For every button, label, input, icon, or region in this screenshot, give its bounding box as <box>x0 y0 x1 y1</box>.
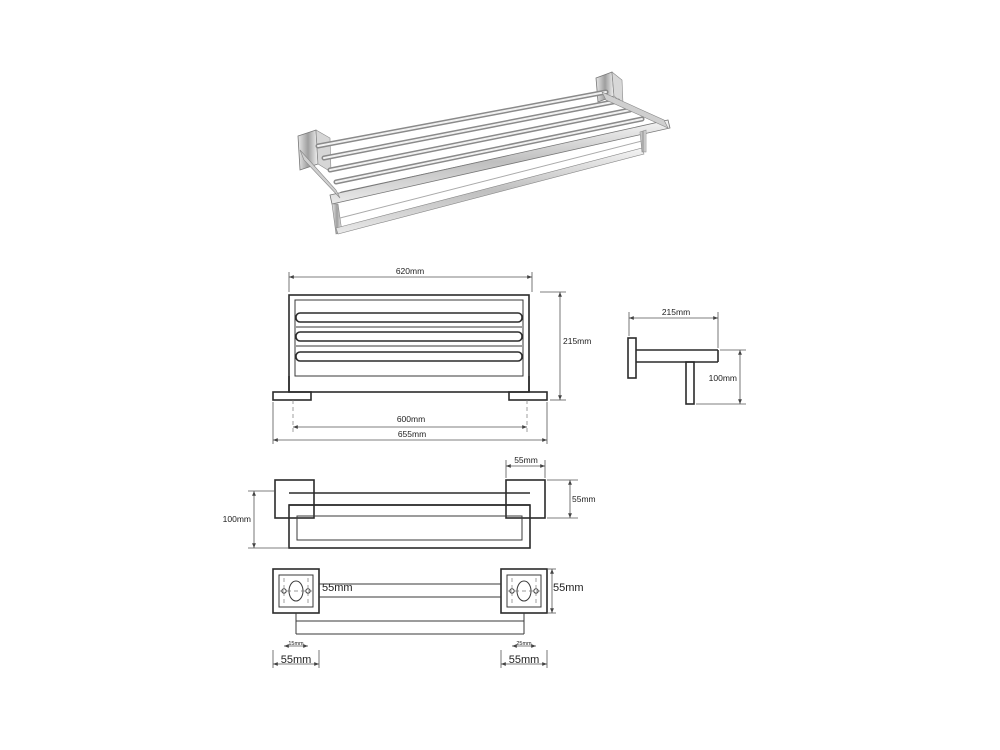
mounting-view: 55mm 55mm 15mm 25mm 55mm 55mm <box>272 568 584 668</box>
dim-bar-span: 600mm <box>397 414 425 424</box>
dim-side-drop: 100mm <box>709 373 737 383</box>
dim-top-overall-depth: 100mm <box>223 514 251 524</box>
dim-hole-right: 25mm <box>516 641 532 647</box>
dim-side-depth: 215mm <box>662 307 690 317</box>
dim-plate-left-height: 55mm <box>322 582 353 594</box>
dim-overall-width: 655mm <box>398 429 426 439</box>
dim-plate-left-width: 55mm <box>281 654 312 666</box>
front-view: 620mm 215mm 600mm 655mm <box>272 266 591 444</box>
top-view: 55mm 55mm 100mm <box>223 455 596 549</box>
product-illustration <box>297 71 671 235</box>
side-view: 215mm 100mm <box>627 307 746 405</box>
dim-hole-left: 15mm <box>288 641 304 647</box>
dim-plate-right-width: 55mm <box>509 654 540 666</box>
dim-top-plate-height: 55mm <box>572 494 596 504</box>
dim-top-plate: 55mm <box>514 455 538 465</box>
dim-front-height: 215mm <box>563 336 591 346</box>
dim-front-width: 620mm <box>396 266 424 276</box>
dim-plate-right-height: 55mm <box>553 582 584 594</box>
